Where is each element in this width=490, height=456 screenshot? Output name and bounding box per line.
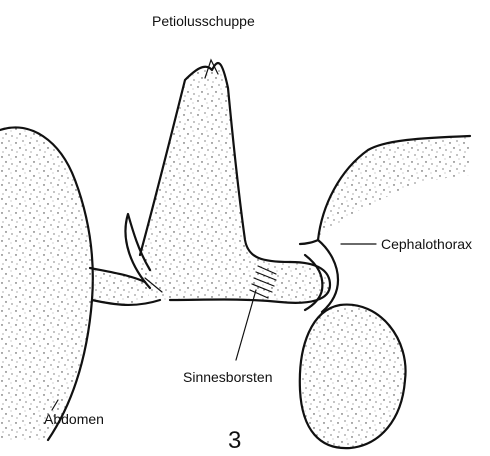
figure-number: 3 <box>228 427 241 454</box>
label-abdomen: Abdomen <box>44 411 104 427</box>
label-petiole-scale: Petiolusschuppe <box>152 13 255 29</box>
petiole-scale-shape <box>140 63 330 303</box>
abdomen-shape <box>0 127 93 440</box>
label-cephalothorax: Cephalothorax <box>381 236 472 252</box>
cephalothorax-upper-shape <box>318 136 470 240</box>
label-sensory-bristles: Sinnesborsten <box>183 369 273 385</box>
